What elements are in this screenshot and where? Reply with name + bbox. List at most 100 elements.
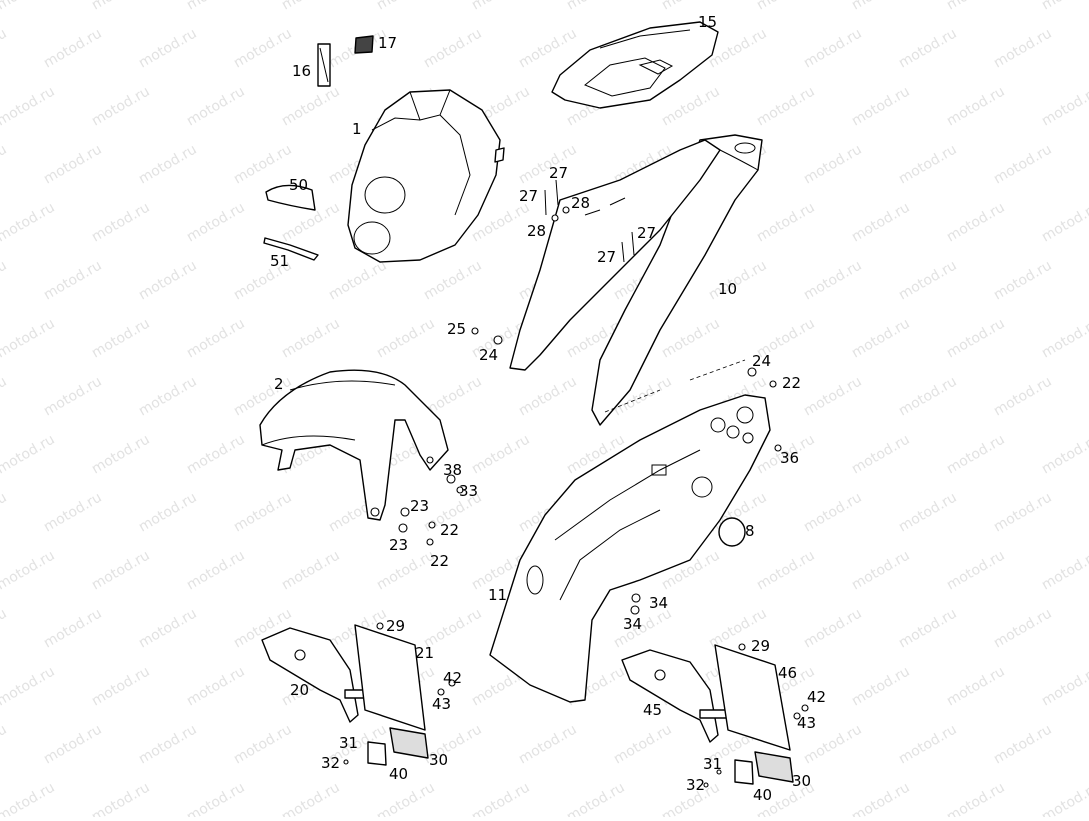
watermark-text: motod.ru [516,25,580,71]
callout-c40b: 40 [753,786,772,804]
watermark-text: motod.ru [896,605,960,651]
watermark-text: motod.ru [184,315,248,361]
watermark-text: motod.ru [184,663,248,709]
watermark-text: motod.ru [801,25,865,71]
watermark-text: motod.ru [991,257,1055,303]
watermark-text: motod.ru [279,547,343,593]
callout-c15: 15 [698,13,717,31]
callout-c8: 8 [745,522,755,540]
watermark-text: motod.ru [1039,547,1089,593]
callout-c22c: 22 [430,552,449,570]
part-15-seat-pad [551,21,719,109]
watermark-text: motod.ru [421,257,485,303]
watermark-text: motod.ru [0,663,58,709]
part-50-lens-trim [265,184,316,211]
part-10-side-panel [509,134,763,426]
watermark-text: motod.ru [279,315,343,361]
callout-c27d: 27 [597,248,616,266]
watermark-text: motod.ru [754,83,818,129]
watermark-text: motod.ru [944,663,1008,709]
watermark-text: motod.ru [0,199,58,245]
callout-c24b: 24 [479,346,498,364]
watermark-text: motod.ru [184,547,248,593]
part-46-license-plate [714,644,794,785]
watermark-text: motod.ru [41,605,105,651]
watermark-text: motod.ru [374,779,438,817]
watermark-text: motod.ru [516,373,580,419]
watermark-text: motod.ru [231,141,295,187]
callout-c33: 33 [459,482,478,500]
callout-c10: 10 [718,280,737,298]
watermark-text: motod.ru [0,141,10,187]
watermark-text: motod.ru [421,25,485,71]
watermark-text: motod.ru [41,373,105,419]
watermark-text: motod.ru [0,431,58,477]
watermark-text: motod.ru [944,431,1008,477]
callout-c30b: 30 [792,772,811,790]
watermark-text: motod.ru [0,779,58,817]
callout-c31a: 31 [339,734,358,752]
watermark-text: motod.ru [0,489,10,535]
watermark-text: motod.ru [944,199,1008,245]
hardware-fasteners [343,179,809,788]
callout-c50: 50 [289,176,308,194]
watermark-text: motod.ru [0,315,58,361]
part-8-grommet [718,517,746,547]
callout-c36: 36 [780,449,799,467]
part-2-front-mudguard [259,369,449,521]
callout-labels: 1281011151617202122222223232424252727272… [270,13,826,804]
callout-c30a: 30 [429,751,448,769]
watermark-text: motod.ru [516,721,580,767]
callout-c23a: 23 [410,497,429,515]
callout-c43a: 43 [432,695,451,713]
watermark-text: motod.ru [1039,315,1089,361]
watermark-text: motod.ru [184,431,248,477]
watermark-text: motod.ru [1039,779,1089,817]
watermark-text: motod.ru [0,83,58,129]
watermark-text: motod.ru [41,25,105,71]
callout-c27b: 27 [519,187,538,205]
watermark-text: motod.ru [849,83,913,129]
watermark-text: motod.ru [41,721,105,767]
watermark-text: motod.ru [469,0,533,13]
watermark-text: motod.ru [849,199,913,245]
watermark-text: motod.ru [136,373,200,419]
callout-c51: 51 [270,252,289,270]
callout-c43b: 43 [797,714,816,732]
watermark-text: motod.ru [136,721,200,767]
callout-c20: 20 [290,681,309,699]
watermark-text: motod.ru [184,0,248,13]
callout-c32a: 32 [321,754,340,772]
callout-c24a: 24 [752,352,771,370]
watermark-text: motod.ru [279,83,343,129]
watermark-text: motod.ru [754,0,818,13]
callout-c16: 16 [292,62,311,80]
watermark-text: motod.ru [896,721,960,767]
watermark-text: motod.ru [374,315,438,361]
callout-c29b: 29 [751,637,770,655]
callout-c42a: 42 [443,669,462,687]
watermark-text: motod.ru [89,663,153,709]
watermark-text: motod.ru [944,547,1008,593]
callout-c28b: 28 [527,222,546,240]
callout-c34b: 34 [623,615,642,633]
watermark-text: motod.ru [1039,663,1089,709]
watermark-text: motod.ru [991,489,1055,535]
callout-c2: 2 [274,375,284,393]
watermark-text: motod.ru [849,663,913,709]
callout-c38: 38 [443,461,462,479]
watermark-text: motod.ru [611,605,675,651]
watermark-text: motod.ru [0,721,10,767]
callout-c28a: 28 [571,194,590,212]
watermark-text: motod.ru [849,431,913,477]
callout-c32b: 32 [686,776,705,794]
watermark-text: motod.ru [326,257,390,303]
watermark-text: motod.ru [41,257,105,303]
callout-c27a: 27 [549,164,568,182]
watermark-text: motod.ru [469,431,533,477]
part-16-strip [317,43,331,87]
watermark-text: motod.ru [41,141,105,187]
watermark-text: motod.ru [89,83,153,129]
watermark-text: motod.ru [801,605,865,651]
